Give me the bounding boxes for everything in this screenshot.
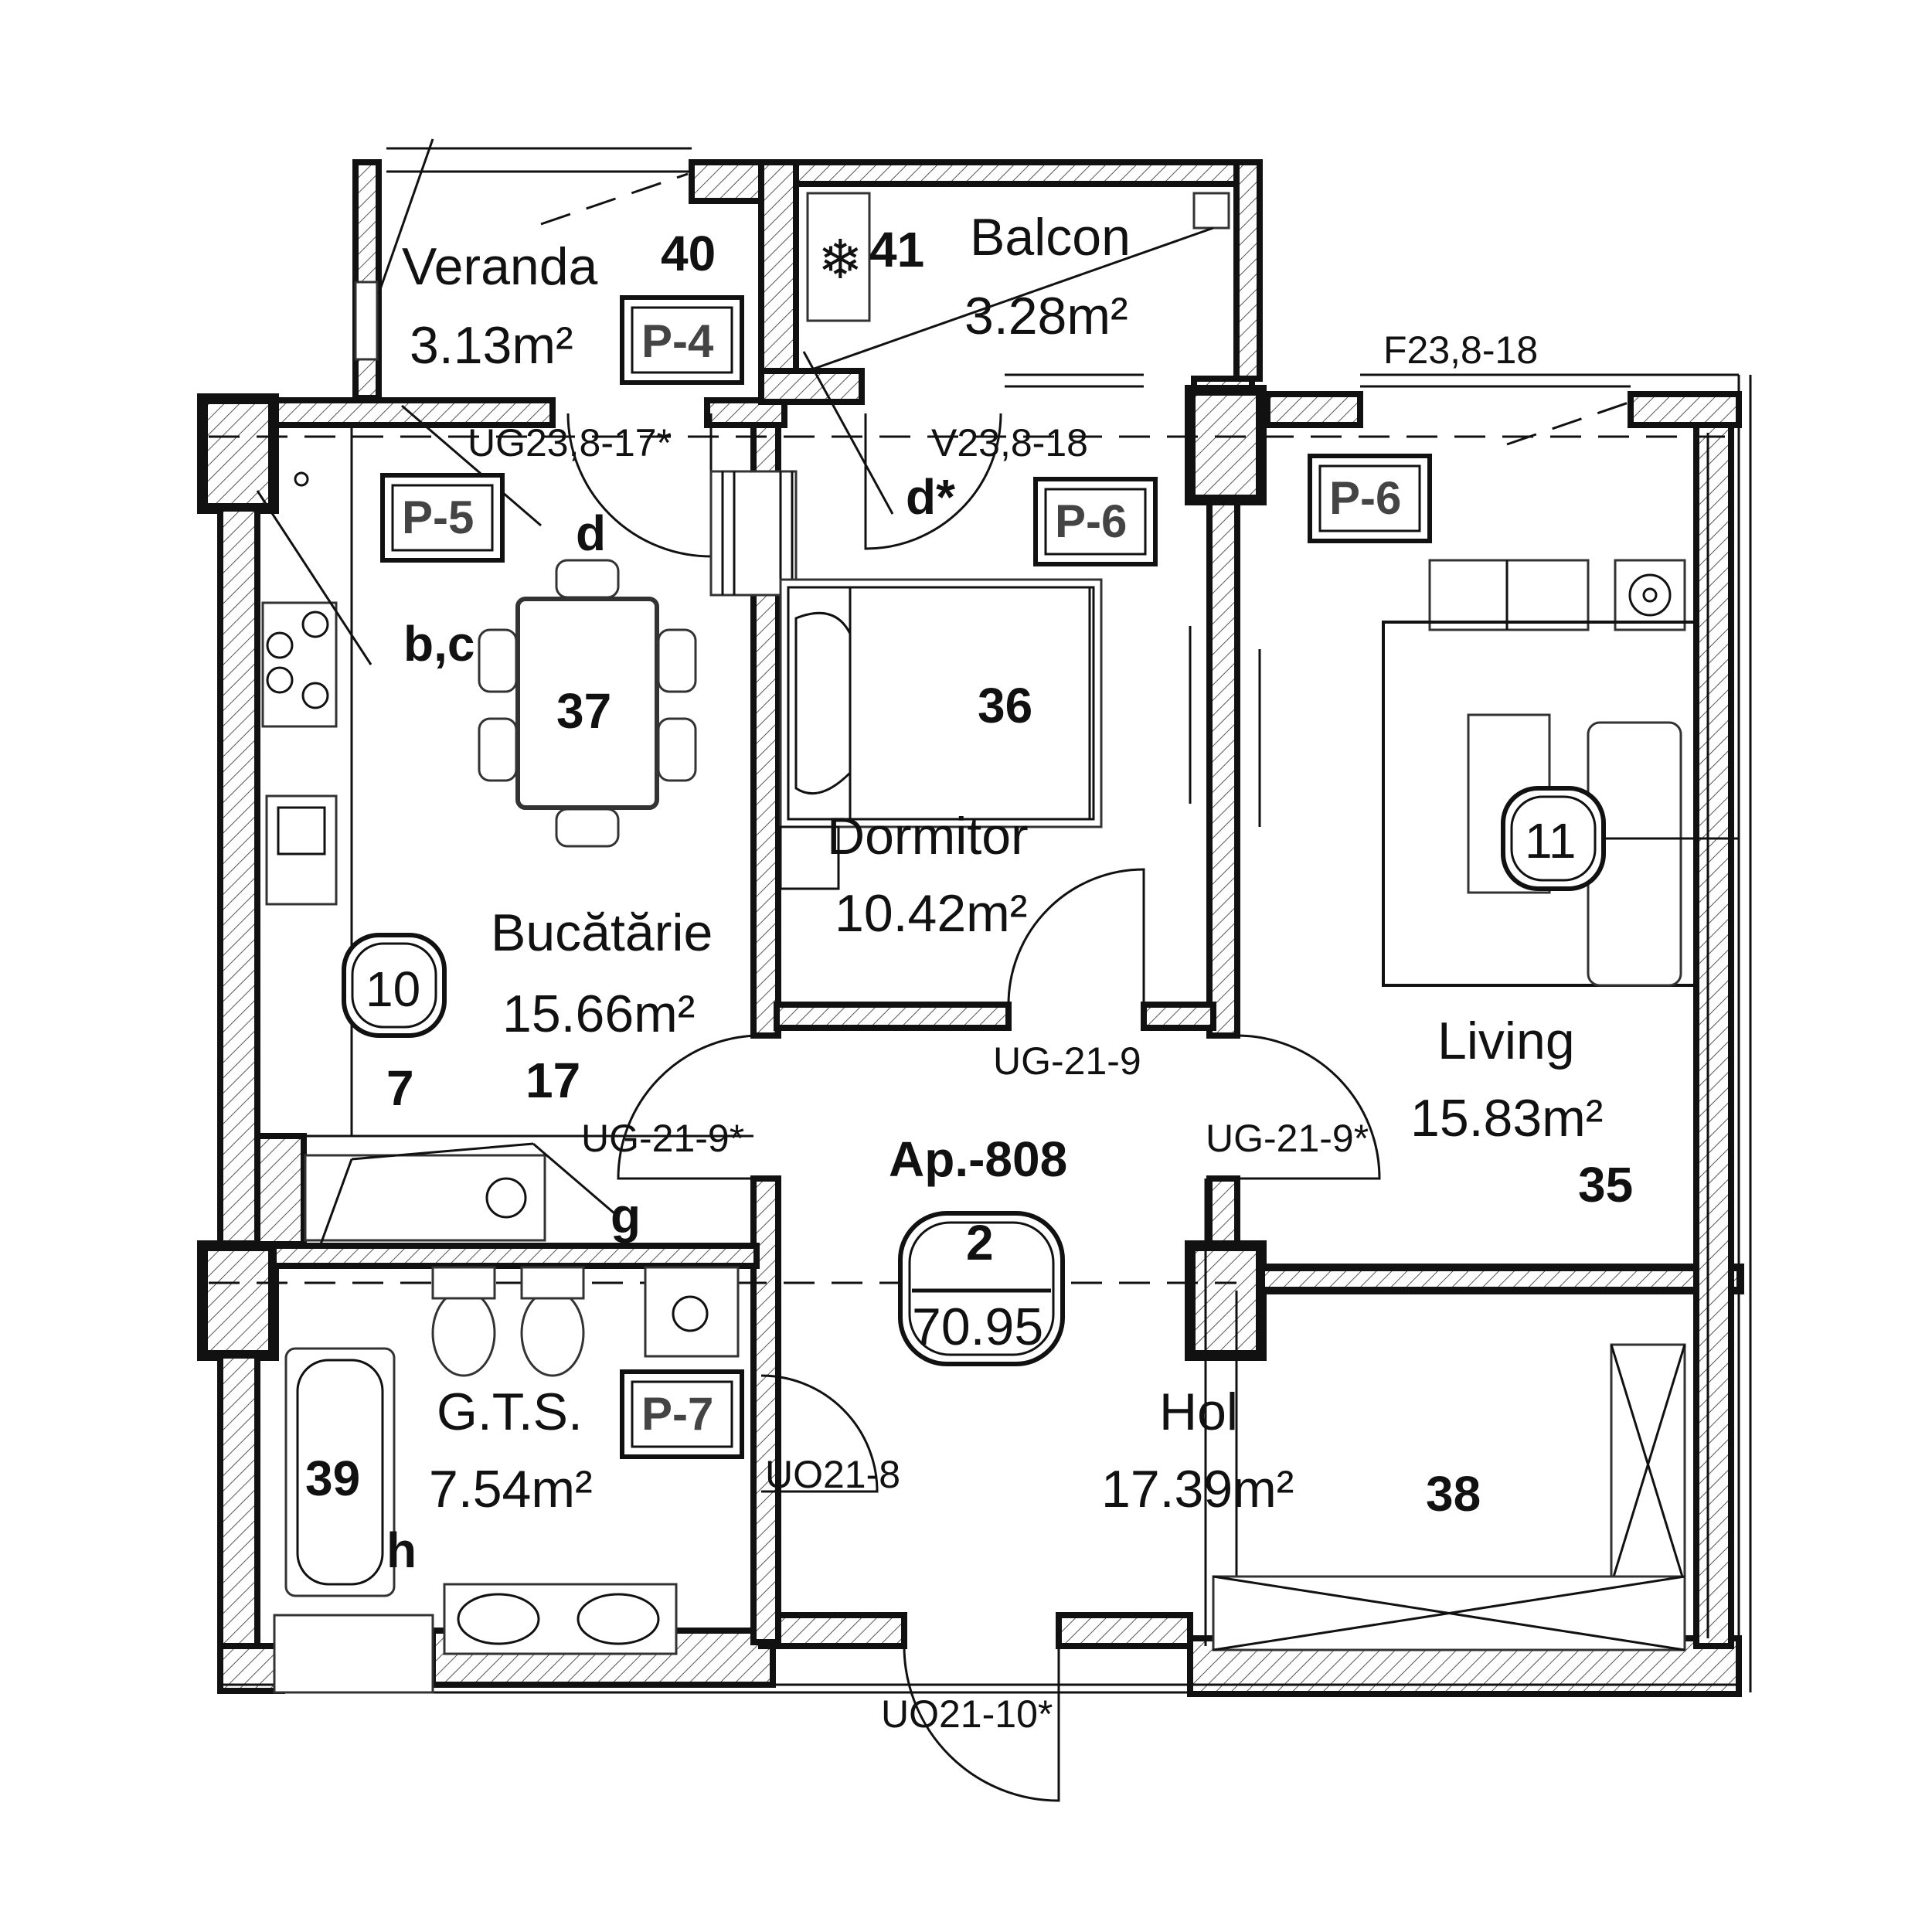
marker-17: 17: [526, 1053, 580, 1108]
bucatarie-area: 15.66m²: [502, 985, 695, 1043]
toilet-icon-2: [520, 1289, 585, 1377]
marker-h: h: [386, 1522, 417, 1578]
circle-11: 11: [1525, 813, 1576, 869]
panel-p5: P-5: [402, 492, 474, 543]
sink-icon-1: [457, 1593, 540, 1645]
door-code-ug21-9: UG-21-9: [993, 1039, 1141, 1083]
gts-number: 39: [305, 1451, 360, 1506]
sofa-icon: [1428, 559, 1590, 631]
marker-7: 7: [386, 1060, 414, 1116]
ac-unit: [806, 192, 871, 322]
door-code-uo21-10: UO21-10*: [881, 1692, 1053, 1736]
kitchen-furniture: [256, 425, 753, 1245]
circle-markers: [342, 786, 1606, 1038]
veranda-number: 40: [661, 226, 716, 281]
veranda-name: Veranda: [402, 237, 598, 296]
bucatarie-number: 37: [556, 683, 611, 739]
hol-number: 38: [1426, 1466, 1481, 1522]
apartment-area: 70.95: [912, 1298, 1043, 1356]
marker-d-star: d*: [906, 469, 955, 525]
wardrobe: [709, 470, 798, 597]
bathroom-furniture: [273, 1266, 740, 1694]
door-code-ug21-9-left: UG-21-9*: [581, 1117, 744, 1160]
door-code-f23-18: F23,8-18: [1383, 328, 1538, 372]
door-code-ug23-17: UG23,8-17*: [468, 421, 672, 464]
panel-p6-living: P-6: [1329, 472, 1401, 524]
bathtub-icon: [284, 1347, 396, 1597]
dormitor-number: 36: [978, 678, 1032, 733]
living-number: 35: [1578, 1157, 1633, 1213]
washing-machine-icon: [644, 1266, 740, 1358]
balcon-area: 3.28m²: [964, 287, 1128, 345]
marker-d: d: [576, 505, 606, 561]
balcony-details: [354, 138, 1631, 527]
stove-icon: [261, 601, 338, 728]
sink-icon-2: [577, 1593, 660, 1645]
dormitor-area: 10.42m²: [835, 884, 1027, 943]
living-area: 15.83m²: [1410, 1089, 1603, 1148]
panel-tags: [380, 295, 1432, 1459]
door-code-ug21-9-right: UG-21-9*: [1206, 1117, 1369, 1160]
door-code-v23-18: V23,8-18: [931, 421, 1088, 464]
apartment-rooms: 2: [966, 1215, 994, 1270]
dining-table-icon: [478, 559, 697, 848]
panel-p4: P-4: [641, 315, 714, 367]
apartment-label: Ap.-808: [889, 1131, 1067, 1187]
living-name: Living: [1437, 1012, 1575, 1070]
dormitor-name: Dormitor: [827, 807, 1029, 866]
grid-axes: [209, 435, 1731, 1284]
hol-area: 17.39m²: [1101, 1460, 1294, 1519]
door-code-uo21-8: UO21-8: [765, 1453, 900, 1496]
balcon-number: 41: [869, 222, 924, 277]
panel-p6-bedroom: P-6: [1055, 495, 1127, 547]
panel-p7: P-7: [641, 1388, 713, 1440]
living-furniture: [1212, 559, 1739, 1651]
balcon-name: Balcon: [970, 208, 1131, 267]
gts-name: G.T.S.: [437, 1383, 583, 1441]
marker-g: g: [611, 1188, 641, 1243]
gts-area: 7.54m²: [429, 1460, 593, 1519]
bed-icon: [779, 578, 1103, 828]
bedroom-furniture: [709, 470, 1261, 890]
veranda-area: 3.13m²: [410, 316, 573, 375]
apartment-badge: [898, 1211, 1065, 1366]
hol-name: Hol: [1159, 1383, 1238, 1441]
toilet-icon: [431, 1289, 496, 1377]
marker-bc: b,c: [403, 616, 474, 672]
snowflake-icon: ❄: [818, 230, 863, 290]
circle-10: 10: [366, 961, 420, 1017]
bucatarie-name: Bucătărie: [491, 903, 713, 962]
